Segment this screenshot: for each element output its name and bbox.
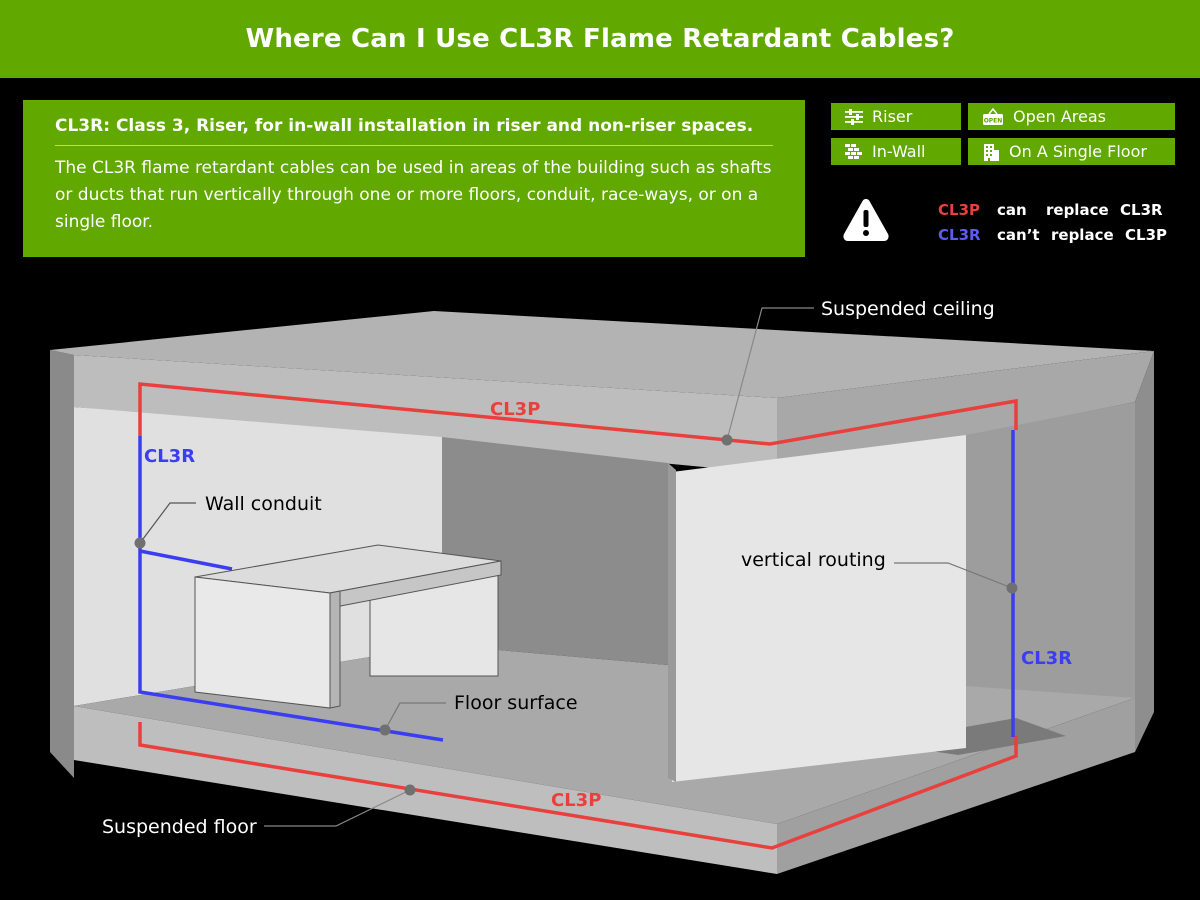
desk-right-side [329,590,341,709]
left-wall-inner [74,407,442,706]
sliders-icon [845,108,863,125]
floor-right [777,698,1135,874]
wall-conduit-callout [134,502,196,549]
open-sign-icon: OPEN [983,107,1003,125]
title-bar: Where Can I Use CL3R Flame Retardant Cab… [0,0,1200,78]
suspended-ceiling-callout [721,307,814,446]
floor-surface [74,645,1135,824]
riser-label: Riser [872,107,913,126]
floor-front [74,706,777,874]
rule1-cable-a: CL3P [938,201,980,219]
building-icon [984,143,999,161]
rule1-action: replace [1046,201,1109,219]
info-box: CL3R: Class 3, Riser, for in-wall instal… [23,100,805,257]
vertical-routing-callout [894,562,1018,594]
riser-tag: Riser [831,103,961,130]
open-sign-text: OPEN [984,117,1003,124]
page-title: Where Can I Use CL3R Flame Retardant Cab… [245,24,955,54]
left-wall-outer [50,350,74,778]
in-wall-label: In-Wall [872,142,926,161]
rule2-action: replace [1051,226,1114,244]
desk-back-leg [369,574,499,677]
back-wall [442,437,668,665]
cl3p-floor-cable [138,722,1018,850]
suspended-ceiling-label: Suspended ceiling [821,298,995,320]
floor-surface-label: Floor surface [454,692,578,714]
right-wall-inner [966,402,1135,748]
cl3r-left-cable [138,436,444,742]
desk-front-edge [329,560,502,609]
cl3r-left-label: CL3R [144,446,195,467]
rule1-verb: can [997,201,1027,219]
rule2-cable-a: CL3R [938,226,981,244]
roof-top [50,311,1154,398]
roof-front [74,355,777,474]
floor-vent [876,718,1066,755]
warning-icon [843,199,889,241]
in-wall-tag: In-Wall [831,138,961,165]
single-floor-label: On A Single Floor [1009,142,1147,161]
rule2-verb: can’t [997,226,1040,244]
desk-top [194,544,502,594]
wall-conduit-label: Wall conduit [205,493,322,515]
desk-left-panel [194,576,331,709]
cl3r-right-label: CL3R [1021,648,1072,669]
info-heading: CL3R: Class 3, Riser, for in-wall instal… [55,116,773,146]
roof-right [777,351,1154,474]
rule2-cable-b: CL3P [1125,226,1167,244]
cl3r-conduit-branch [139,549,233,571]
cl3p-ceiling-cable [138,382,1018,446]
right-wall-outer [1135,351,1154,752]
suspended-floor-callout [264,784,416,827]
floor-surface-callout [379,702,446,736]
open-areas-label: Open Areas [1013,107,1106,126]
partition-wall [672,435,966,782]
brick-wall-icon [845,143,862,159]
partition-edge [668,463,676,782]
open-areas-tag: OPEN Open Areas [968,103,1175,130]
info-body: The CL3R flame retardant cables can be u… [55,158,772,232]
suspended-floor-label: Suspended floor [102,816,257,838]
single-floor-tag: On A Single Floor [968,138,1175,165]
cl3p-top-label: CL3P [490,399,540,420]
vertical-routing-label: vertical routing [741,549,886,571]
cl3p-bottom-label: CL3P [551,790,601,811]
rule1-cable-b: CL3R [1120,201,1163,219]
